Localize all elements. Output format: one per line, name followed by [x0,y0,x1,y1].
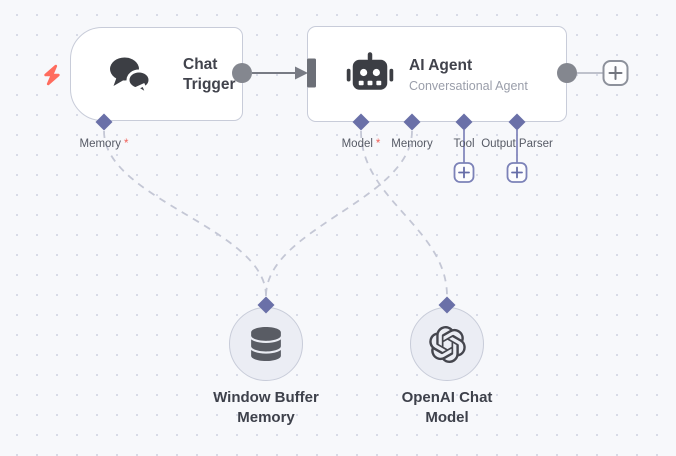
port-label-output-parser: Output Parser [481,138,553,150]
node-title: Chat Trigger [183,56,236,93]
node-label-openai-chat-model: OpenAI Chat Model [401,389,493,426]
port-diamond-trigger-memory[interactable] [95,113,113,131]
required-star: * [375,138,381,150]
port-diamond-model[interactable] [352,113,370,131]
port-label-trigger-memory: Memory* [79,138,129,150]
port-label-memory: Memory [391,138,433,150]
robot-icon [346,52,394,90]
node-subtitle: Conversational Agent [409,79,528,93]
input-endpoint-ai-agent[interactable] [307,58,316,88]
plus-icon [511,166,523,179]
port-diamond-tool[interactable] [455,113,473,131]
add-node-button[interactable] [602,60,629,86]
port-label-tool: Tool [453,138,475,150]
openai-logo-icon [428,325,466,363]
node-chat-trigger[interactable]: Chat Trigger [70,27,243,121]
database-icon [251,327,281,361]
port-diamond-openai-top[interactable] [438,296,456,314]
port-diamond-memory[interactable] [403,113,421,131]
connection-memory-to-window-buffer [265,130,413,297]
node-window-buffer-memory[interactable] [229,307,303,381]
output-endpoint-chat-trigger[interactable] [232,63,252,83]
connection-model-to-openai [360,130,448,297]
chat-bubbles-icon [110,57,152,96]
node-title: AI Agent [409,57,473,74]
port-diamond-output-parser[interactable] [508,113,526,131]
lightning-bolt-icon [44,64,60,86]
port-diamond-window-buffer-top[interactable] [257,296,275,314]
port-label-model: Model* [341,138,381,150]
add-output-parser-button[interactable] [506,162,528,183]
add-tool-button[interactable] [453,162,475,183]
required-star: * [124,138,129,150]
plus-icon [458,166,470,179]
node-ai-agent[interactable]: AI Agent Conversational Agent [307,26,567,122]
connection-trigger-memory-to-window-buffer [103,130,267,297]
node-label-window-buffer-memory: Window Buffer Memory [213,389,319,426]
output-endpoint-ai-agent[interactable] [557,63,577,83]
plus-icon [608,66,623,80]
node-openai-chat-model[interactable] [410,307,484,381]
